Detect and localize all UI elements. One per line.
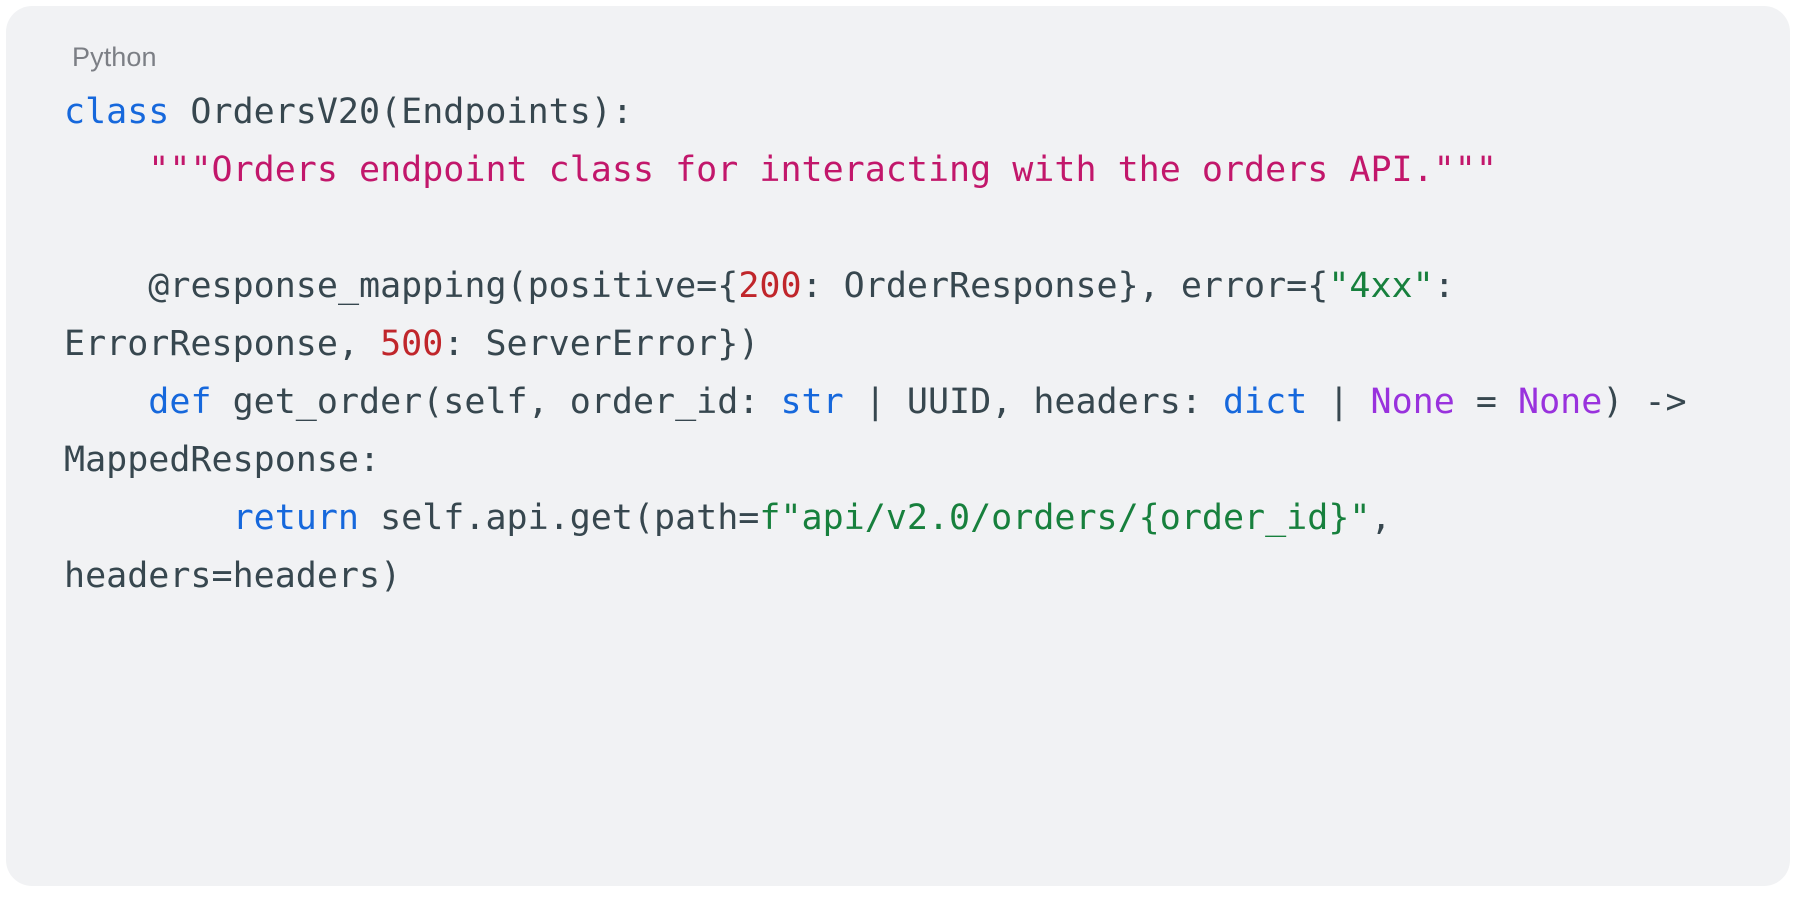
token-const-none-1: None (1370, 382, 1455, 423)
token-number-200: 200 (738, 266, 802, 307)
token-decorator-close: : ServerError}) (443, 324, 760, 365)
token-string-4xx: "4xx" (1328, 266, 1434, 307)
token-keyword-return: return (232, 498, 360, 539)
code-language-label: Python (72, 42, 157, 72)
token-indent-l6 (64, 498, 233, 538)
python-code: class OrdersV20(Endpoints): """Orders en… (64, 92, 1732, 596)
token-def-signature-2: | UUID, headers: (843, 382, 1223, 423)
token-decorator-mid1: : OrderResponse}, error={ (801, 266, 1329, 307)
token-def-signature-5: ) -> MappedResponse: (64, 382, 1708, 481)
token-builtin-dict: dict (1222, 382, 1308, 423)
token-docstring: """Orders endpoint class for interacting… (148, 150, 1497, 191)
token-builtin-str: str (780, 382, 844, 423)
token-indent-l2 (64, 150, 148, 190)
token-number-500: 500 (380, 324, 444, 365)
token-def-signature-4: = (1454, 382, 1519, 423)
code-snippet-card: Python class OrdersV20(Endpoints): """Or… (6, 6, 1790, 886)
token-class-signature: OrdersV20(Endpoints): (169, 92, 633, 133)
token-return-expr-1: self.api.get(path= (359, 498, 760, 539)
token-decorator-open: @response_mapping(positive={ (148, 266, 739, 307)
token-fstring-path: f"api/v2.0/orders/{order_id}" (759, 498, 1371, 539)
token-def-signature-1: get_order(self, order_id: (211, 382, 781, 423)
code-content[interactable]: class OrdersV20(Endpoints): """Orders en… (64, 83, 1732, 605)
token-decorator-mid2: : ErrorResponse, (64, 266, 1476, 365)
token-return-expr-2: , headers=headers) (64, 498, 1413, 597)
token-indent-l5 (64, 382, 148, 422)
token-def-signature-3: | (1307, 382, 1371, 423)
token-blank-line (64, 199, 1732, 257)
token-const-none-2: None (1518, 382, 1603, 423)
token-keyword-def: def (148, 382, 212, 423)
token-keyword-class: class (64, 92, 170, 133)
token-indent-l4 (64, 266, 148, 306)
